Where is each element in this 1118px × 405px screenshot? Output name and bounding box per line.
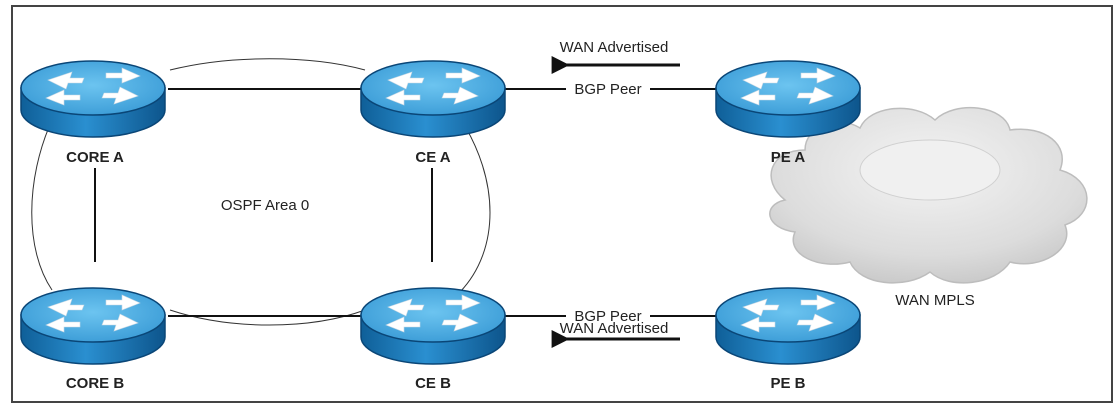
bgp-peer-label-bottom: BGP Peer xyxy=(574,308,641,325)
label-ce-a: CE A xyxy=(415,149,450,166)
label-pe-b: PE B xyxy=(770,375,805,392)
router-icon xyxy=(360,60,506,138)
router-pe-a xyxy=(715,60,861,138)
router-icon xyxy=(715,60,861,138)
bgp-peer-label-top: BGP Peer xyxy=(574,81,641,98)
router-ce-b xyxy=(360,287,506,365)
label-core-b: CORE B xyxy=(66,375,125,392)
wan-advertised-label-bottom: WAN Advertised xyxy=(560,320,669,337)
router-core-a xyxy=(20,60,166,138)
router-icon xyxy=(20,60,166,138)
router-icon xyxy=(360,287,506,365)
wan-advertised-label-top: WAN Advertised xyxy=(560,39,669,56)
label-pe-a: PE A xyxy=(771,149,806,166)
router-ce-a xyxy=(360,60,506,138)
label-ce-b: CE B xyxy=(415,375,451,392)
router-core-b xyxy=(20,287,166,365)
links xyxy=(94,88,716,317)
ospf-area-label: OSPF Area 0 xyxy=(221,197,309,214)
cloud-icon xyxy=(769,107,1088,284)
router-icon xyxy=(20,287,166,365)
cloud-label: WAN MPLS xyxy=(895,292,974,309)
router-pe-b xyxy=(715,287,861,365)
diagram-frame xyxy=(11,5,1113,403)
router-icon xyxy=(715,287,861,365)
label-core-a: CORE A xyxy=(66,149,124,166)
